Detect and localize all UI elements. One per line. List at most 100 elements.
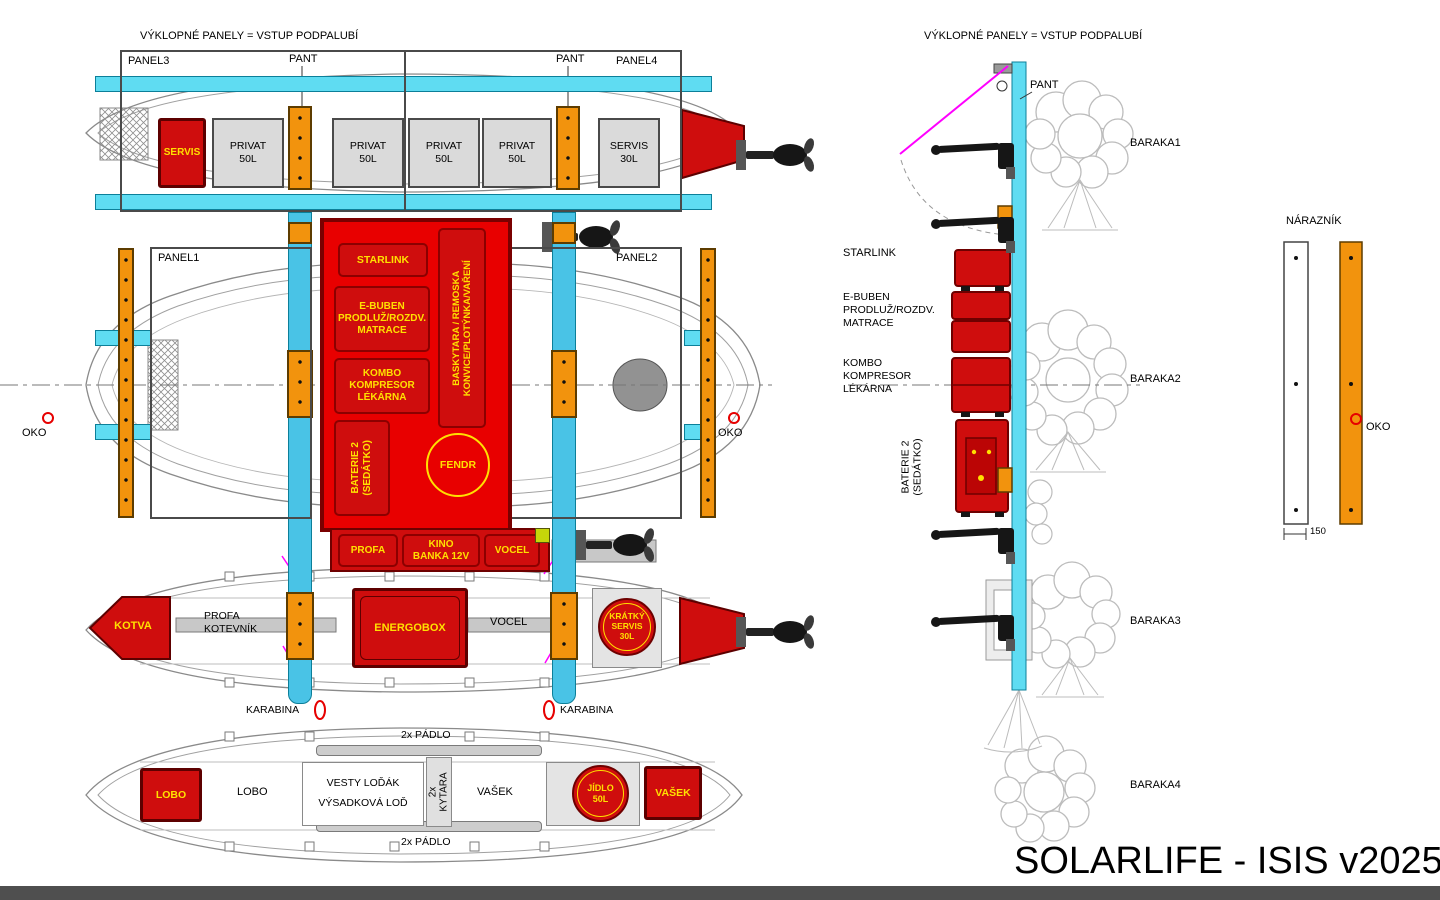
- ebuben-side-label: E-BUBEN PRODLUŽ/ROZDV. MATRACE: [843, 291, 935, 330]
- bumper-dimension: 150: [1310, 526, 1326, 537]
- kotva-anchor-shape: [88, 596, 171, 660]
- privat-box-label: PRIVAT 50L: [425, 140, 463, 165]
- pant-label: PANT: [556, 53, 585, 65]
- strap-connector: [552, 222, 576, 244]
- oko-label: OKO: [718, 427, 743, 439]
- kombo-label: KOMBO KOMPRESOR LÉKÁRNA: [349, 368, 415, 403]
- karabina-label: KARABINA: [246, 704, 300, 716]
- servis-box: SERVIS: [158, 118, 206, 188]
- hinge-plate: [286, 592, 314, 660]
- energobox-label: ENERGOBOX: [374, 621, 446, 634]
- plan-view-header: VÝKLOPNÉ PANELY = VSTUP PODPALUBÍ: [140, 30, 359, 42]
- baraka4-rig: [983, 689, 1043, 753]
- privat-box-label: PRIVAT 50L: [349, 140, 387, 165]
- servis30-barrel: KRÁTKÝ SERVIS 30L: [598, 598, 656, 656]
- servis30-box: SERVIS 30L: [598, 118, 660, 188]
- profa-box: PROFA: [338, 534, 398, 567]
- outboard-motor-icon: [736, 138, 815, 172]
- privat-box: PRIVAT 50L: [212, 118, 284, 188]
- hinge-plate: [287, 350, 313, 418]
- privat-box: PRIVAT 50L: [482, 118, 552, 188]
- outboard-motor-icon: [736, 615, 815, 649]
- hinge-plate: [550, 592, 578, 660]
- vasek-label: VAŠEK: [477, 786, 513, 798]
- energobox: ENERGOBOX: [352, 588, 468, 668]
- privat-box-label: PRIVAT 50L: [498, 140, 536, 165]
- side-box-feet: [961, 286, 1004, 517]
- ebuben-label: E-BUBEN PRODLUŽ/ROZDV. MATRACE: [338, 301, 426, 336]
- vocel-label: VOCEL: [494, 544, 530, 556]
- privat-box-label: PRIVAT 50L: [229, 140, 267, 165]
- karabina-label: KARABINA: [560, 704, 614, 716]
- battery-terminals: [971, 449, 992, 481]
- vasek-box-label: VAŠEK: [655, 786, 691, 799]
- baterie-box: BATERIE 2 (SEDÁTKO): [334, 420, 390, 516]
- baraka3-tree-icon: [1018, 561, 1121, 669]
- starlink-box: STARLINK: [338, 243, 428, 277]
- kino-banka-box: KINO BANKA 12V: [402, 534, 480, 567]
- bow-hatch-texture: [99, 107, 149, 161]
- vocel-box: VOCEL: [484, 534, 540, 567]
- vocel-line-label: VOCEL: [490, 616, 528, 628]
- servis30-barrel-label: KRÁTKÝ SERVIS 30L: [603, 603, 651, 651]
- side-rail: [118, 248, 134, 518]
- mast-pulley: [996, 80, 1008, 92]
- kytara-label: 2x KYTARA: [428, 772, 451, 812]
- baraka2-tree-icon: [1009, 309, 1129, 446]
- cross-beam: [95, 194, 712, 210]
- baraka1-trunk: [1042, 179, 1118, 231]
- naraznik-label: NÁRAZNÍK: [1286, 215, 1342, 227]
- solar-panel-line: [899, 65, 1009, 155]
- starlink-label: STARLINK: [356, 253, 410, 266]
- panel4-label: PANEL4: [616, 55, 658, 67]
- mast-beam: [1011, 61, 1027, 691]
- outboard-motor-side-icon: [931, 216, 1015, 253]
- kytara-area: 2x KYTARA: [426, 757, 452, 827]
- servis30-box-label: SERVIS 30L: [609, 140, 649, 165]
- bow-cones: [679, 108, 745, 666]
- padlo-label: 2x PÁDLO: [401, 729, 451, 741]
- profa-label: PROFA: [350, 544, 386, 556]
- vesty-label: VESTY LOĎÁK VÝSADKOVÁ LOĎ: [318, 777, 408, 809]
- vasek-box: VAŠEK: [644, 766, 702, 820]
- ebuben-box: E-BUBEN PRODLUŽ/ROZDV. MATRACE: [334, 286, 430, 352]
- jidlo-barrel: JÍDLO 50L: [572, 765, 629, 822]
- panel4-outline: [404, 50, 682, 212]
- swing-arc: [900, 159, 1007, 236]
- baskytara-box: BASKYTARA / REMOSKA KONVICE/PLOTÝNKA/VAŘ…: [438, 228, 486, 428]
- fendr-label: FENDR: [439, 459, 477, 471]
- baterie-side-label: BATERIE 2 (SEDÁTKO): [900, 438, 925, 496]
- outboard-motor-side-icon: [931, 614, 1015, 651]
- strap-connector: [288, 222, 312, 244]
- outboard-motor-side-icon: [931, 527, 1015, 564]
- baskytara-label: BASKYTARA / REMOSKA KONVICE/PLOTÝNKA/VAŘ…: [450, 259, 474, 397]
- baraka1-tree-icon: [1024, 80, 1134, 189]
- energobox-inner-outline: [360, 596, 460, 660]
- pant-hinge: [556, 106, 580, 190]
- bottom-bar: [0, 886, 1440, 900]
- bumper-strips: [1283, 241, 1363, 540]
- drawing-title: SOLARLIFE - ISIS v2025: [1014, 840, 1440, 882]
- side-view-header: VÝKLOPNÉ PANELY = VSTUP PODPALUBÍ: [924, 30, 1143, 42]
- baterie-side-label-area: BATERIE 2 (SEDÁTKO): [889, 418, 935, 516]
- padlo-label: 2x PÁDLO: [401, 836, 451, 848]
- cargo-boat-cleats: [224, 731, 550, 852]
- lobo-box-label: LOBO: [155, 788, 187, 801]
- baraka3-label: BARAKA3: [1130, 615, 1181, 627]
- small-bushes: [1024, 479, 1053, 545]
- panel1-outline: [150, 247, 312, 519]
- kotva-label: KOTVA: [114, 620, 152, 632]
- cross-beam: [95, 76, 712, 92]
- servis-box-label: SERVIS: [163, 147, 201, 159]
- panel2-label: PANEL2: [616, 252, 658, 264]
- baraka1-label: BARAKA1: [1130, 137, 1181, 149]
- privat-box: PRIVAT 50L: [408, 118, 480, 188]
- hinge-plate: [551, 350, 577, 418]
- fendr-circle: FENDR: [426, 433, 490, 497]
- pant-label: PANT: [289, 53, 318, 65]
- lobo-box: LOBO: [140, 768, 202, 822]
- baraka4-tree-icon: [994, 735, 1096, 843]
- kino-banka-label: KINO BANKA 12V: [412, 538, 470, 562]
- panel2-outline: [508, 247, 682, 519]
- profa-kotevnik-label: PROFA KOTEVNÍK: [204, 610, 258, 636]
